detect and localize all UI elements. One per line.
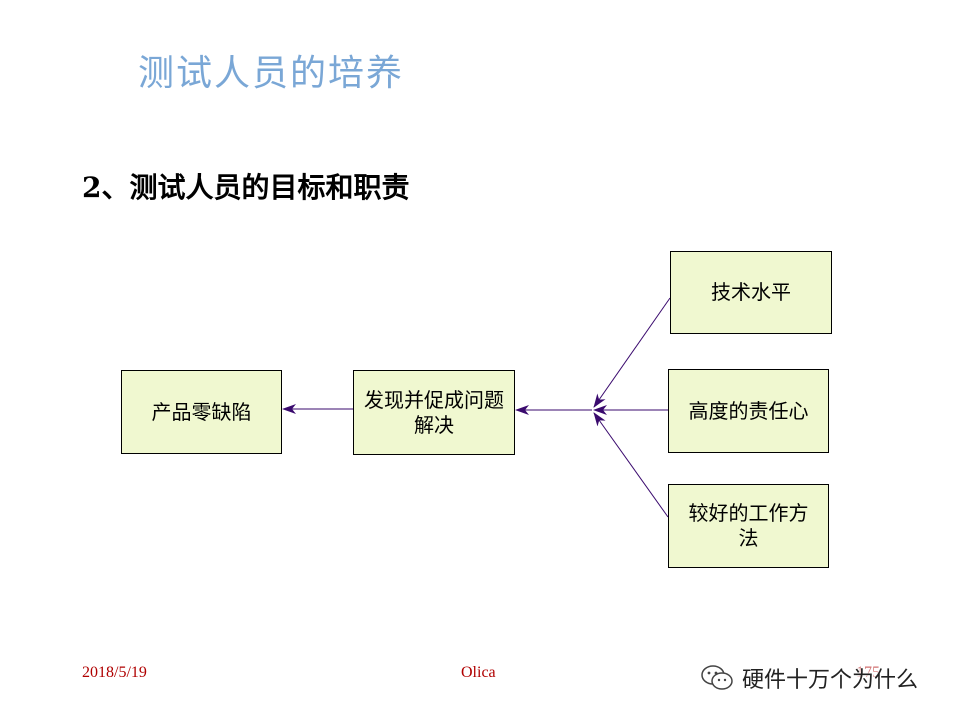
arrow-technical-to-junction xyxy=(593,297,671,408)
wechat-icon xyxy=(701,665,733,690)
slide-title: 测试人员的培养 xyxy=(138,53,405,94)
node-product-zero-defects: 产品零缺陷 xyxy=(121,370,282,454)
node-responsibility: 高度的责任心 xyxy=(668,369,829,453)
node-work-method: 较好的工作方法 xyxy=(668,484,829,568)
footer-page-number: 175 xyxy=(856,664,880,681)
node-technical-skill: 技术水平 xyxy=(670,251,832,334)
footer-author: Olica xyxy=(461,664,496,681)
node-find-and-resolve: 发现并促成问题解决 xyxy=(353,370,515,455)
watermark: 硬件十万个为什么 xyxy=(700,660,918,696)
footer-date: 2018/5/19 xyxy=(82,664,147,681)
slide-subtitle: 2、测试人员的目标和职责 xyxy=(82,171,410,204)
arrow-method-to-junction xyxy=(593,412,669,518)
watermark-text: 硬件十万个为什么 xyxy=(742,668,919,693)
